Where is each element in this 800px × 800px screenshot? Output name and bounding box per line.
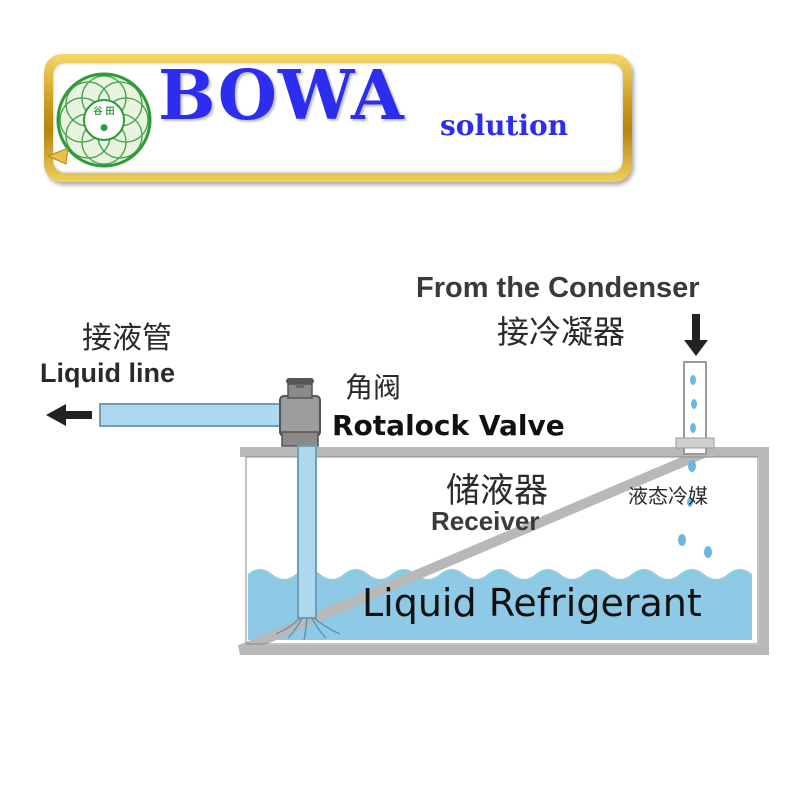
receiver-label-cn: 储液器 (446, 471, 548, 511)
liquid-refrigerant-fill (248, 569, 752, 640)
liquid-line-label-en: Liquid line (40, 358, 175, 388)
refrigerant-label-cn: 液态冷媒 (628, 484, 708, 508)
refrigerant-label-en: Liquid Refrigerant (362, 581, 702, 625)
liquid-line-pipe (99, 403, 283, 427)
condenser-label-cn: 接冷凝器 (497, 313, 626, 351)
valve-label-cn: 角阀 (345, 371, 402, 404)
intake-swirl (275, 617, 341, 641)
dip-tube (297, 445, 317, 619)
brand-name: BOWA (158, 56, 405, 136)
arrow-down-icon (684, 314, 708, 356)
logo-banner (44, 54, 632, 182)
svg-text:●: ● (100, 123, 108, 133)
receiver-label-en: Receiver (431, 506, 540, 536)
droplets (678, 375, 712, 558)
logo-emblem-icon: 谷 田 ● (46, 72, 152, 168)
rotalock-valve-icon (279, 378, 321, 447)
brand-tagline: solution (440, 109, 569, 142)
liquid-line-label-cn: 接液管 (82, 321, 172, 356)
valve-label-en: Rotalock Valve (332, 409, 565, 442)
condenser-label-en: From the Condenser (416, 272, 700, 304)
emblem-text: 谷 田 (93, 105, 114, 117)
arrow-left-icon (46, 404, 92, 426)
